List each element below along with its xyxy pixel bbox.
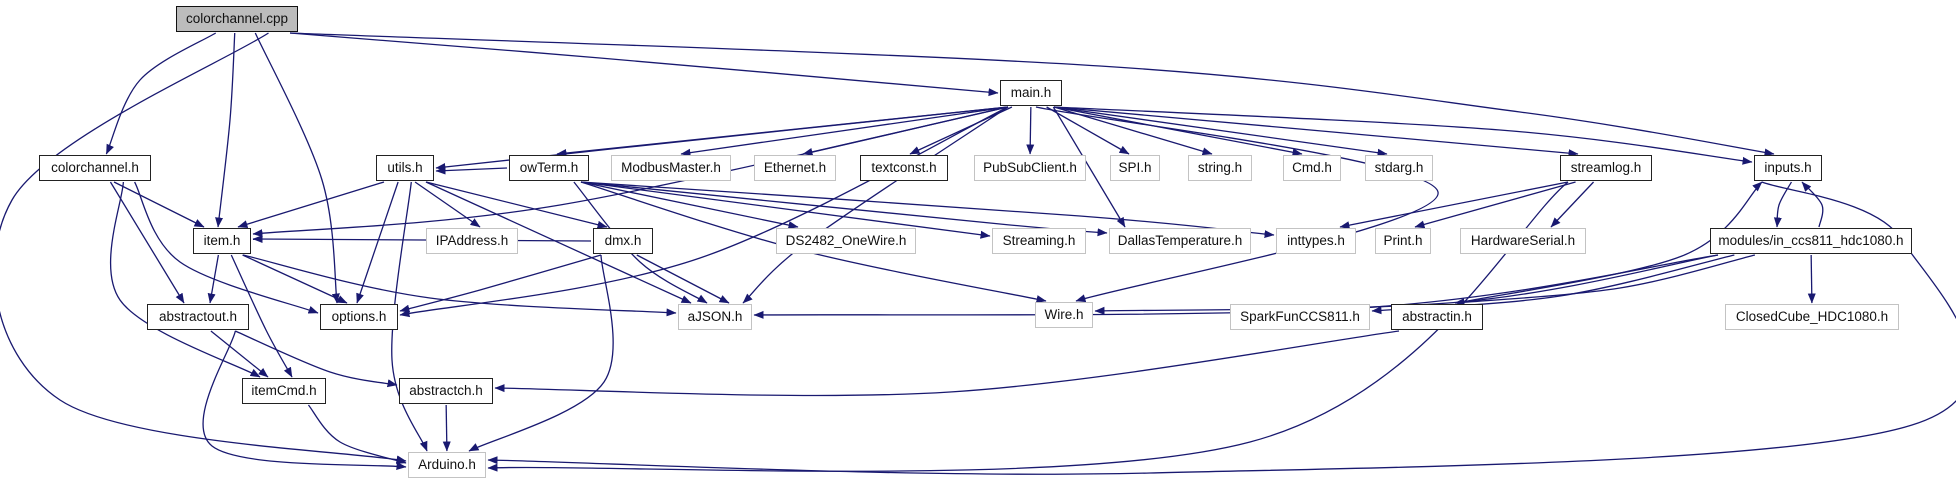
node-spi-h[interactable]: SPI.h [1110, 155, 1160, 181]
node-colorchannel-cpp[interactable]: colorchannel.cpp [176, 6, 298, 32]
node-modbusmaster-h[interactable]: ModbusMaster.h [611, 155, 731, 181]
edge-colorchannel-cpp-to-item-h [215, 32, 236, 228]
edge-main-h-to-Wire-h [1035, 106, 1439, 303]
edge-colorchannel-cpp-to-options-h [254, 32, 340, 304]
edge-modules-in-ccs811-hdc1080-h-to-Wire-h [1094, 254, 1719, 315]
edge-main-h-to-streamlog-h [1053, 106, 1579, 158]
edge-streamlog-h-to-Arduino-h [487, 181, 1569, 472]
edge-colorchannel-cpp-to-Arduino-h [0, 32, 407, 464]
node-colorchannel-h[interactable]: colorchannel.h [39, 155, 151, 181]
edge-streamlog-h-to-HardwareSerial-h [1550, 181, 1595, 228]
node-textconst-h[interactable]: textconst.h [860, 155, 948, 181]
edge-colorchannel-h-to-abstractout-h [109, 181, 185, 304]
node-print-h[interactable]: Print.h [1375, 228, 1431, 254]
node-hardwareserial-h[interactable]: HardwareSerial.h [1460, 228, 1586, 254]
edge-abstractch-h-to-Arduino-h [442, 404, 451, 452]
edge-owTerm-h-to-Streaming-h [580, 181, 991, 239]
edge-inputs-h-to-modules-in-ccs811-hdc1080-h [1773, 181, 1793, 228]
node-cmd-h[interactable]: Cmd.h [1283, 155, 1341, 181]
edge-dmx-h-to-item-h [252, 235, 592, 244]
edge-utils-h-to-item-h [237, 181, 385, 229]
edge-modules-in-ccs811-hdc1080-h-to-inputs-h [1801, 181, 1824, 228]
edge-item-h-to-options-h [242, 254, 348, 304]
edge-owTerm-h-to-aJSON-h [573, 181, 708, 304]
node-streaming-h[interactable]: Streaming.h [992, 228, 1086, 254]
edge-abstractout-h-to-Arduino-h [202, 330, 407, 470]
edge-colorchannel-cpp-to-inputs-h [289, 32, 1775, 157]
edge-modules-in-ccs811-hdc1080-h-to-ClosedCube-HDC1080-h [1807, 254, 1816, 304]
edge-main-h-to-stdarg-h [1053, 106, 1388, 157]
edge-main-h-to-item-h [252, 106, 1009, 238]
edge-utils-h-to-aJSON-h [425, 181, 692, 304]
node-wire-h[interactable]: Wire.h [1035, 302, 1093, 328]
node-owterm-h[interactable]: owTerm.h [509, 155, 589, 181]
node-inttypes-h[interactable]: inttypes.h [1276, 228, 1356, 254]
edge-main-h-to-owTerm-h [556, 106, 1009, 157]
node-abstractout-h[interactable]: abstractout.h [147, 304, 249, 330]
edge-main-h-to-Cmd-h [1053, 106, 1303, 157]
edge-item-h-to-aJSON-h [242, 254, 677, 317]
edge-main-h-to-SPI-h [1046, 106, 1130, 155]
edge-colorchannel-h-to-item-h [113, 181, 205, 228]
node-inputs-h[interactable]: inputs.h [1754, 155, 1822, 181]
node-abstractin-h[interactable]: abstractin.h [1391, 304, 1483, 330]
node-dallastemperature-h[interactable]: DallasTemperature.h [1109, 228, 1251, 254]
node-streamlog-h[interactable]: streamlog.h [1560, 155, 1652, 181]
edge-abstractin-h-to-abstractch-h [494, 330, 1400, 397]
edge-colorchannel-h-to-options-h [134, 181, 319, 314]
edge-main-h-to-DallasTemperature-h [1052, 106, 1126, 228]
edge-main-h-to-textconst-h [909, 106, 1013, 155]
node-ethernet-h[interactable]: Ethernet.h [754, 155, 836, 181]
node-ajson-h[interactable]: aJSON.h [678, 304, 752, 330]
edge-utils-h-to-IPAddress-h [414, 181, 481, 228]
edge-owTerm-h-to-DS2482-OneWire-h [580, 181, 799, 229]
node-ipaddress-h[interactable]: IPAddress.h [426, 228, 518, 254]
node-sparkfunccs811-h[interactable]: SparkFunCCS811.h [1230, 304, 1370, 330]
edge-colorchannel-cpp-to-main-h [289, 32, 999, 97]
edge-item-h-to-abstractout-h [207, 254, 220, 304]
edge-utils-h-to-dmx-h [425, 181, 608, 229]
node-ds2482-onewire-h[interactable]: DS2482_OneWire.h [776, 228, 916, 254]
edge-dmx-h-to-Arduino-h [468, 254, 614, 452]
edge-dmx-h-to-aJSON-h [636, 254, 730, 304]
edge-main-h-to-aJSON-h [742, 106, 1009, 304]
node-modules-in-ccs811-hdc1080-h[interactable]: modules/in_ccs811_hdc1080.h [1710, 228, 1912, 254]
edge-utils-h-to-Arduino-h [391, 181, 428, 452]
edge-itemCmd-h-to-Arduino-h [307, 404, 407, 464]
node-abstractch-h[interactable]: abstractch.h [399, 378, 493, 404]
edge-main-h-to-PubSubClient-h [1026, 106, 1035, 155]
edge-modules-in-ccs811-hdc1080-h-to-abstractin-h [1454, 254, 1756, 307]
edge-main-h-to-options-h [399, 106, 1009, 318]
node-main-h[interactable]: main.h [1000, 80, 1062, 106]
node-dmx-h[interactable]: dmx.h [593, 228, 653, 254]
node-utils-h[interactable]: utils.h [376, 155, 434, 181]
node-pubsubclient-h[interactable]: PubSubClient.h [974, 155, 1086, 181]
node-item-h[interactable]: item.h [193, 228, 251, 254]
edge-item-h-to-itemCmd-h [230, 254, 293, 378]
edge-colorchannel-h-to-itemCmd-h [109, 181, 261, 378]
node-itemcmd-h[interactable]: itemCmd.h [242, 378, 326, 404]
edge-main-h-to-ModbusMaster-h [680, 106, 1009, 157]
edge-colorchannel-cpp-to-colorchannel-h [105, 32, 217, 155]
edge-dmx-h-to-options-h [399, 254, 602, 313]
node-stdarg-h[interactable]: stdarg.h [1365, 155, 1433, 181]
edge-streamlog-h-to-inttypes-h [1339, 181, 1569, 230]
edge-abstractin-h-to-inputs-h [1456, 181, 1763, 304]
edge-utils-h-to-options-h [356, 181, 399, 304]
edge-streamlog-h-to-Print-h [1414, 181, 1576, 229]
edge-main-h-to-inputs-h [1053, 106, 1753, 165]
node-options-h[interactable]: options.h [320, 304, 398, 330]
node-string-h[interactable]: string.h [1188, 155, 1252, 181]
node-arduino-h[interactable]: Arduino.h [408, 452, 486, 478]
edge-abstractout-h-to-itemCmd-h [210, 330, 269, 378]
node-closedcube-hdc1080-h[interactable]: ClosedCube_HDC1080.h [1725, 304, 1899, 330]
edge-owTerm-h-to-utils-h [435, 166, 508, 175]
edge-abstractout-h-to-abstractch-h [234, 330, 398, 388]
